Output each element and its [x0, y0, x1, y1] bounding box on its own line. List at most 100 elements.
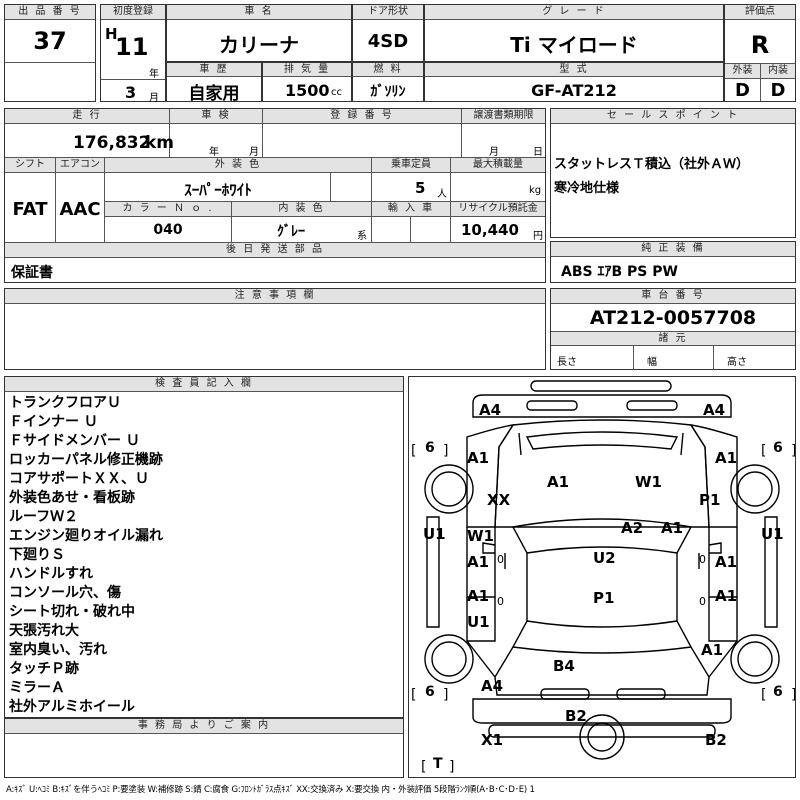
- ext-score: D: [735, 80, 750, 101]
- mark-u1-left-rear: U1: [467, 613, 490, 631]
- model: GF-AT212: [531, 81, 617, 100]
- mark-w1-hood: W1: [635, 473, 662, 491]
- inspector-note: シート切れ・破れ中: [9, 604, 135, 620]
- tire-close-fl: ]: [443, 443, 448, 459]
- mark-a1-left-rear-door: A1: [467, 587, 490, 605]
- fuel: ｶﾞｿﾘﾝ: [370, 84, 406, 100]
- first-registration-label: 初度登録: [101, 5, 165, 20]
- fuel-box: 燃 料 ｶﾞｿﾘﾝ: [352, 62, 424, 102]
- mark-a2: A2: [621, 519, 644, 537]
- era: H: [105, 25, 118, 43]
- inspector-note: 下廻りＳ: [9, 547, 65, 563]
- spec-height: 高さ: [727, 357, 747, 368]
- mark-u1-left: U1: [423, 525, 446, 543]
- mileage-unit: km: [145, 133, 175, 153]
- inspector-note: コアサポートＸＸ、Ｕ: [9, 471, 149, 487]
- inspector-note: コンソール穴、傷: [9, 585, 121, 601]
- inspector-note: 天張汚れ大: [9, 623, 79, 639]
- displacement: 1500: [285, 81, 330, 100]
- tire-depth-rl: 6: [425, 684, 435, 700]
- displacement-label: 排 気 量: [263, 63, 351, 77]
- mark-u2: U2: [593, 549, 616, 567]
- tire-bracket-rr: [: [761, 687, 766, 703]
- displacement-unit: cc: [331, 87, 342, 98]
- lot-number: 37: [33, 27, 67, 55]
- mark-p1-front-right: P1: [699, 491, 721, 509]
- ext-score-label: 外装: [725, 64, 760, 79]
- mark-xx: XX: [487, 491, 511, 509]
- inspector-note: ロッカーパネル修正機跡: [9, 452, 163, 468]
- deadline-month-unit: 月: [489, 147, 499, 158]
- color-no-label: カ ラ ー Ｎ ｏ .: [105, 202, 231, 217]
- mark-a1-left-door: A1: [467, 553, 490, 571]
- tick-mark-1: 0: [497, 553, 504, 566]
- displacement-box: 排 気 量 1500 cc: [262, 62, 352, 102]
- reg-month: 3: [125, 83, 137, 102]
- grade-label: グ レ ー ド: [425, 5, 723, 20]
- ac: AAC: [59, 199, 101, 220]
- spare-tire: T: [433, 756, 443, 772]
- inspector-label: 検 査 員 記 入 欄: [5, 377, 403, 392]
- inspector-note: ハンドルすれ: [9, 566, 93, 582]
- history-label: 車 歴: [167, 63, 261, 77]
- mark-a4-rear-left: A4: [481, 677, 504, 695]
- load-unit: kg: [529, 185, 542, 196]
- interior-color-unit: 系: [357, 231, 367, 242]
- grade: Ti マイロード: [510, 33, 638, 57]
- mileage-label: 走 行: [5, 109, 169, 124]
- tire-close-rl: ]: [443, 687, 448, 703]
- door-box: ドア形状 4SD: [352, 4, 424, 62]
- history-box: 車 歴 自家用: [166, 62, 262, 104]
- reg-number-label: 登 録 番 号: [263, 109, 461, 124]
- mark-a1-right-door: A1: [715, 553, 738, 571]
- door-label: ドア形状: [353, 5, 423, 20]
- damage-diagram: [ [ [ [ ] ] ] ] [ ] 0 0 0 0 6 6 6 6 T A4…: [408, 376, 796, 778]
- fuel-label: 燃 料: [353, 63, 423, 77]
- deadline-label: 譲渡書類期限: [462, 109, 545, 124]
- inspector-note: 外装色あせ・看板跡: [9, 490, 135, 506]
- shift: FAT: [12, 199, 48, 220]
- chassis-box: 車 台 番 号 AT212-0057708 諸 元 長さ 幅 高さ: [550, 288, 796, 370]
- spec-width: 幅: [647, 357, 657, 368]
- recycle-fee: 10,440: [461, 221, 519, 239]
- model-box: 型 式 GF-AT212: [424, 62, 724, 102]
- tire-depth-fr: 6: [773, 440, 783, 456]
- inspector-note: ルーフＷ２: [9, 509, 79, 525]
- history: 自家用: [188, 84, 240, 104]
- mark-b2-rear-bumper: B2: [565, 707, 587, 725]
- spec-label: 諸 元: [551, 332, 795, 346]
- int-color-label: 内 装 色: [232, 202, 371, 217]
- tire-bracket-fr: [: [761, 443, 766, 459]
- chassis-number: AT212-0057708: [589, 307, 757, 329]
- tire-depth-rr: 6: [773, 684, 783, 700]
- tire-bracket-rl: [: [411, 687, 416, 703]
- car-name-box: 車 名 カリーナ: [166, 4, 352, 62]
- mark-a1-front-fender-right: A1: [715, 449, 738, 467]
- score-box: 評価点 R 外装 内装 D D: [724, 4, 796, 102]
- notes-label: 注 意 事 項 欄: [5, 289, 545, 304]
- later-parts: 保証書: [11, 265, 53, 281]
- score: R: [750, 31, 770, 59]
- spare-bracket-r: ]: [449, 759, 454, 775]
- car-name-label: 車 名: [167, 5, 351, 20]
- inspector-note: Ｆサイドメンバー Ｕ: [9, 433, 140, 449]
- tick-mark-3: 0: [497, 595, 504, 608]
- inspection-month-unit: 月: [249, 147, 259, 158]
- mark-a1-hood: A1: [547, 473, 570, 491]
- spec-length: 長さ: [557, 357, 577, 368]
- import-label: 輸 入 車: [372, 202, 450, 217]
- int-score-label: 内装: [761, 64, 795, 79]
- mark-a1-right-rear-door: A1: [715, 587, 738, 605]
- inspection-year-unit: 年: [209, 147, 219, 158]
- equipment: ABS ｴｱB PS PW: [561, 264, 678, 280]
- vehicle-info-block: 走 行 車 検 登 録 番 号 譲渡書類期限 176,832 km 年 月 月 …: [4, 108, 546, 283]
- car-outline: [ [ [ [ ] ] ] ] [ ] 0 0 0 0: [411, 380, 795, 775]
- interior-color: ｸﾞﾚｰ: [277, 224, 305, 240]
- shift-label: シフト: [5, 158, 55, 173]
- mark-b2-rear-right: B2: [705, 731, 727, 749]
- score-label: 評価点: [725, 5, 795, 20]
- color-label: 外 装 色: [105, 158, 371, 173]
- capacity-unit: 人: [437, 189, 447, 200]
- later-parts-label: 後 日 発 送 部 品: [5, 243, 545, 258]
